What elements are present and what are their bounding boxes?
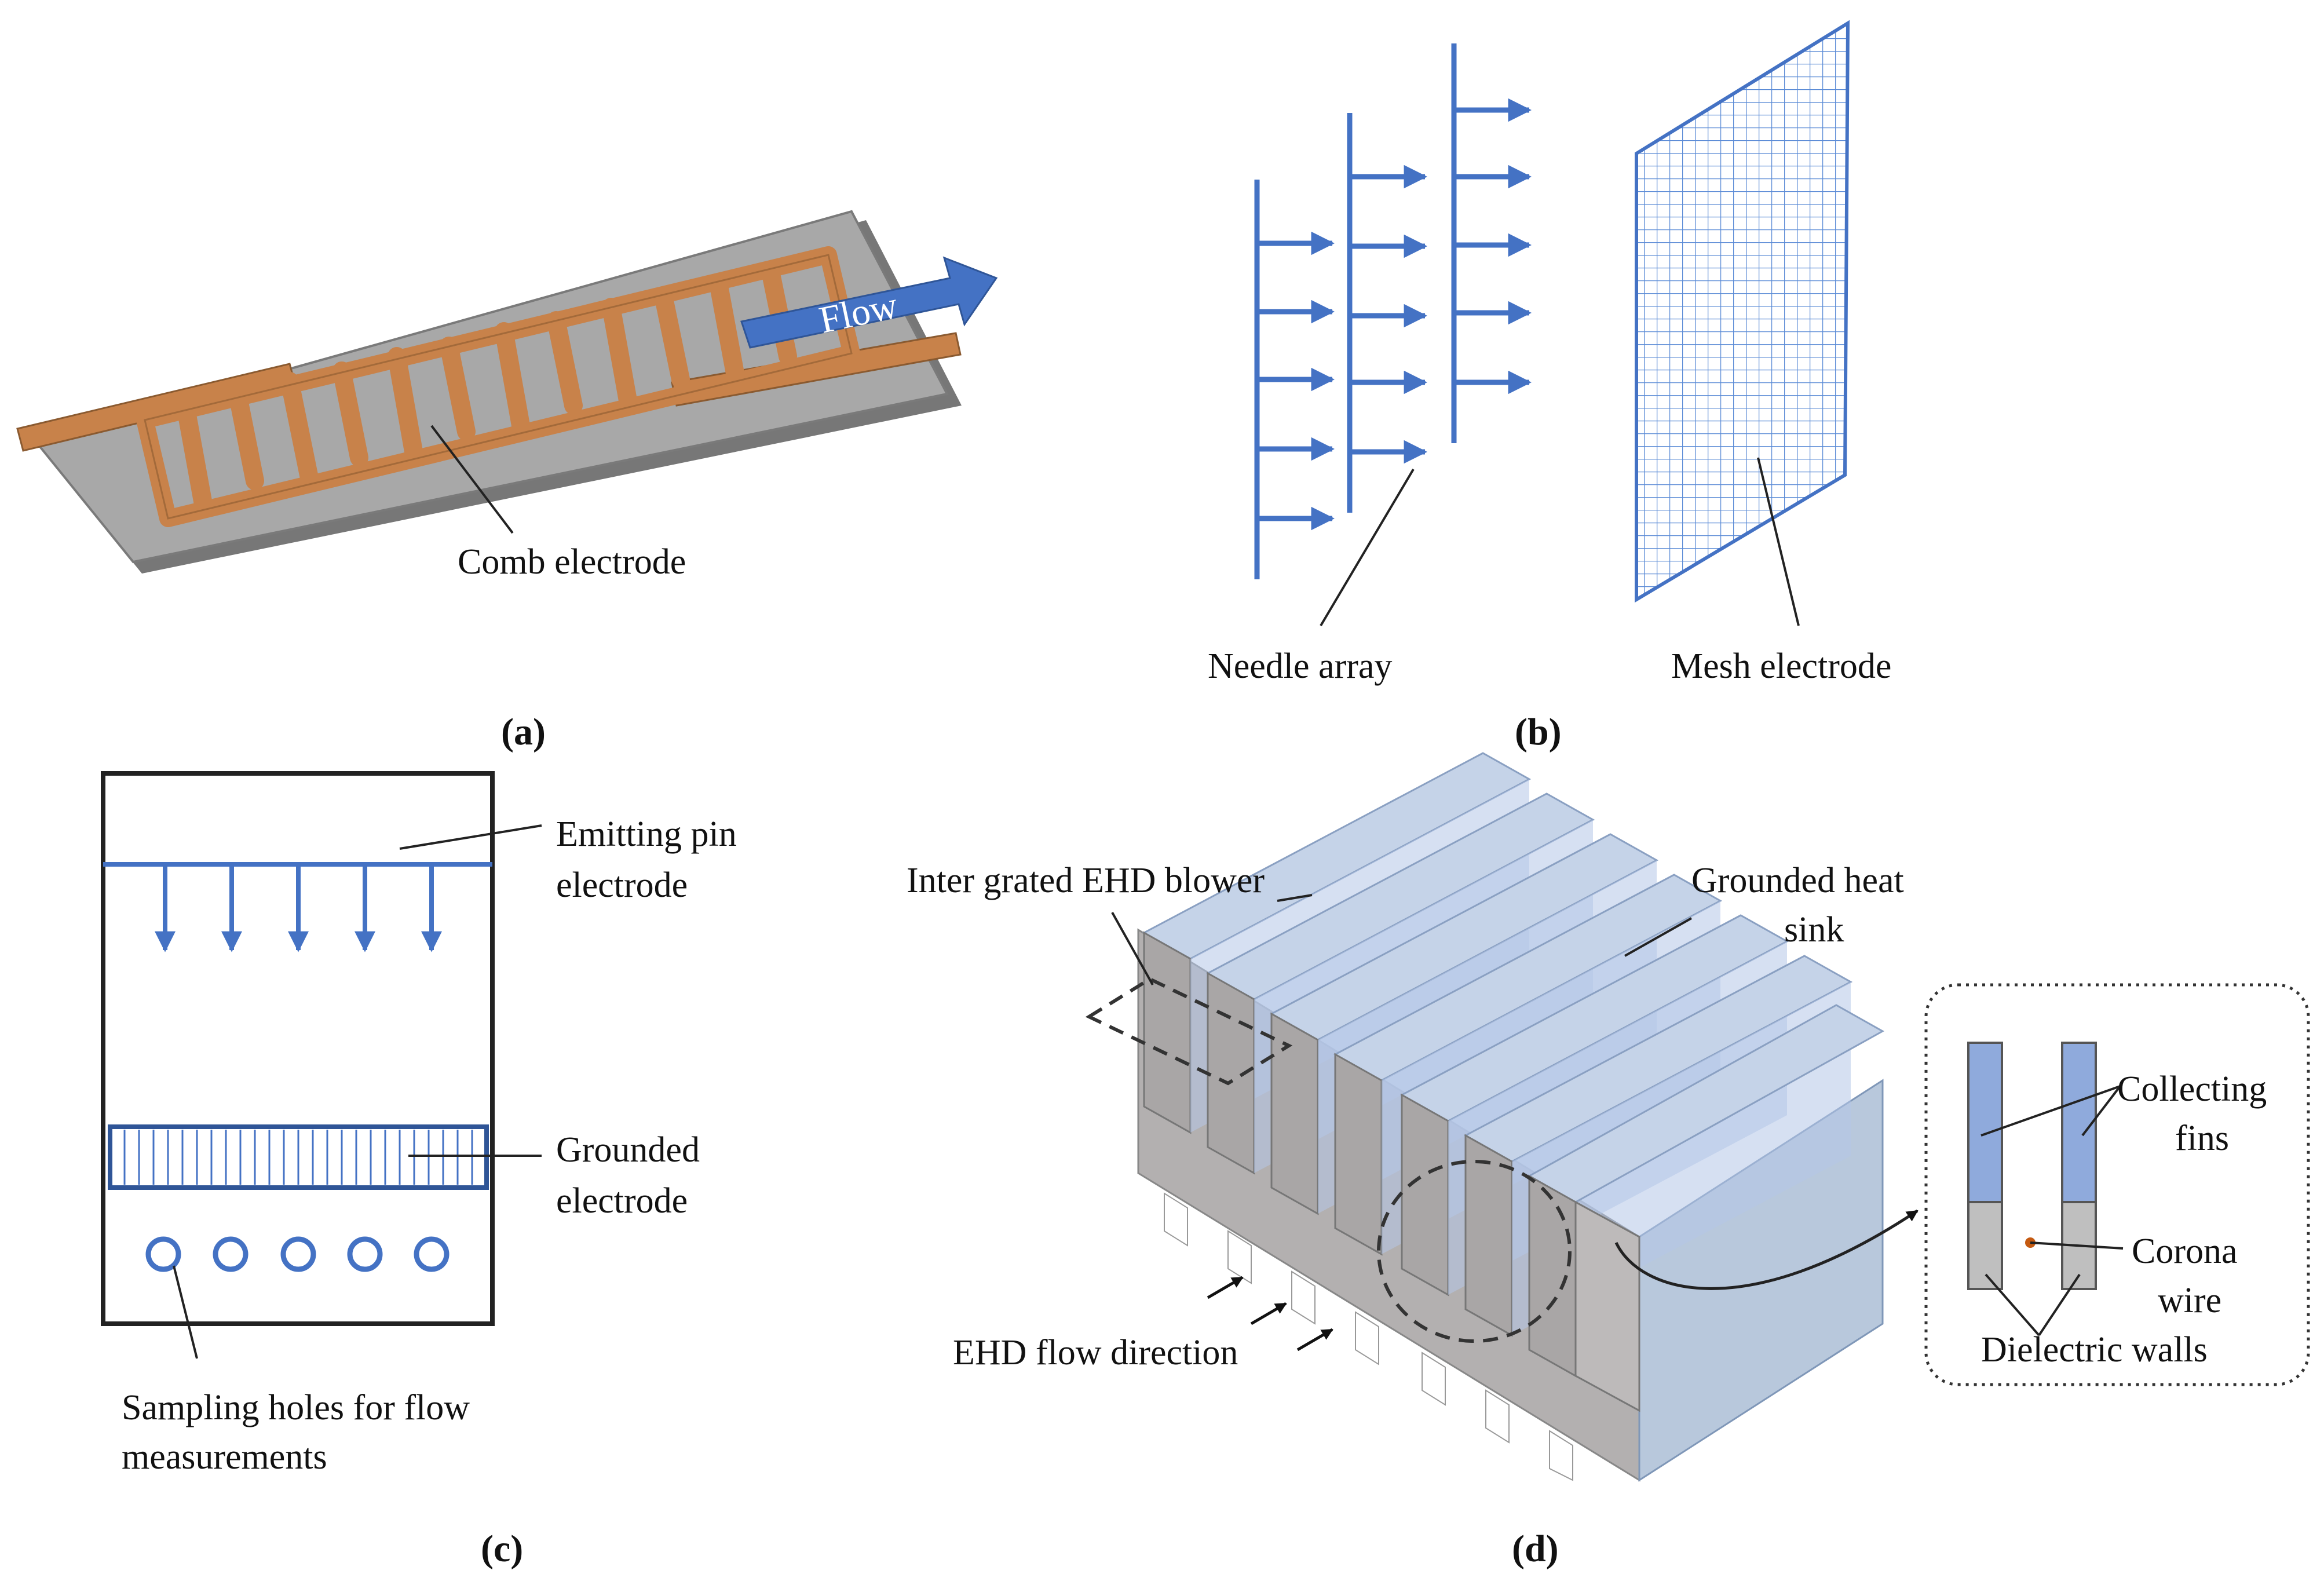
inset-frame xyxy=(1924,983,2310,1386)
sampling-holes xyxy=(145,1236,450,1272)
blower-leader-tail xyxy=(1277,894,1313,902)
mesh-leader-line xyxy=(1757,457,1800,626)
blower-label: Inter grated EHD blower xyxy=(907,861,1265,900)
panel-d: Inter grated EHD blower Grounded heat si… xyxy=(907,752,2310,1570)
caption-b: (b) xyxy=(1515,711,1562,753)
comb-electrode xyxy=(16,246,962,527)
sampling-label-line2: measurements xyxy=(122,1437,327,1477)
heatsink-label-line1: Grounded heat xyxy=(1691,861,1904,900)
grounded-electrode xyxy=(108,1124,489,1190)
emitting-leader-line xyxy=(399,824,542,850)
zoom-dashed-circle xyxy=(1377,1160,1572,1343)
needle-array-label: Needle array xyxy=(1208,647,1392,686)
comb-electrode-label: Comb electrode xyxy=(458,542,686,582)
collecting-label-line2: fins xyxy=(2175,1119,2229,1158)
flow-direction-label: EHD flow direction xyxy=(953,1333,1238,1372)
caption-a: (a) xyxy=(501,711,546,753)
comb-leader-line xyxy=(430,425,514,534)
panel-a: Flow Comb electrode (a) xyxy=(16,210,998,753)
corona-label-line1: Corona xyxy=(2132,1232,2238,1271)
caption-d: (d) xyxy=(1512,1528,1559,1570)
heatsink-fins xyxy=(1142,752,1885,1412)
dielectric-wall-left xyxy=(1967,1201,2003,1290)
panel-b: Needle array Mesh electrode (b) xyxy=(1208,20,1891,753)
heatsink-label-line2: sink xyxy=(1784,910,1844,949)
inset-leader-lines xyxy=(1980,1085,2124,1336)
panel-c: Emitting pin electrode Grounded electrod… xyxy=(101,771,737,1570)
collecting-fin-left xyxy=(1967,1042,2003,1203)
blower-dashed-outline xyxy=(1085,977,1293,1086)
corona-label-line2: wire xyxy=(2158,1281,2221,1320)
collecting-fin-right xyxy=(2061,1042,2097,1203)
mesh-electrode-label: Mesh electrode xyxy=(1671,647,1891,686)
sampling-leader-line xyxy=(173,1265,198,1359)
emitting-label-line2: electrode xyxy=(556,865,688,905)
collecting-label-line1: Collecting xyxy=(2117,1069,2267,1109)
emitting-pin-electrode xyxy=(103,862,492,952)
grounded-label-line2: electrode xyxy=(556,1181,688,1221)
caption-c: (c) xyxy=(481,1528,523,1570)
flow-direction-arrows xyxy=(1207,1276,1333,1352)
channel-slots xyxy=(1164,1192,1573,1481)
inset-detail: Collecting fins Corona wire Dielectric w… xyxy=(1924,983,2310,1386)
sampling-label-line1: Sampling holes for flow xyxy=(122,1388,470,1427)
blower-leader-line xyxy=(1111,912,1154,985)
emitting-label-line1: Emitting pin xyxy=(556,815,737,854)
grounded-label-line1: Grounded xyxy=(556,1130,700,1170)
dielectric-label: Dielectric walls xyxy=(1981,1330,2208,1370)
needle-array xyxy=(1254,43,1532,579)
mesh-electrode xyxy=(1635,20,1850,603)
needle-leader-line xyxy=(1320,468,1415,627)
zoom-arrow xyxy=(1614,1209,1919,1290)
heatsink-leader-line xyxy=(1624,917,1692,957)
fin xyxy=(1527,1004,1885,1412)
